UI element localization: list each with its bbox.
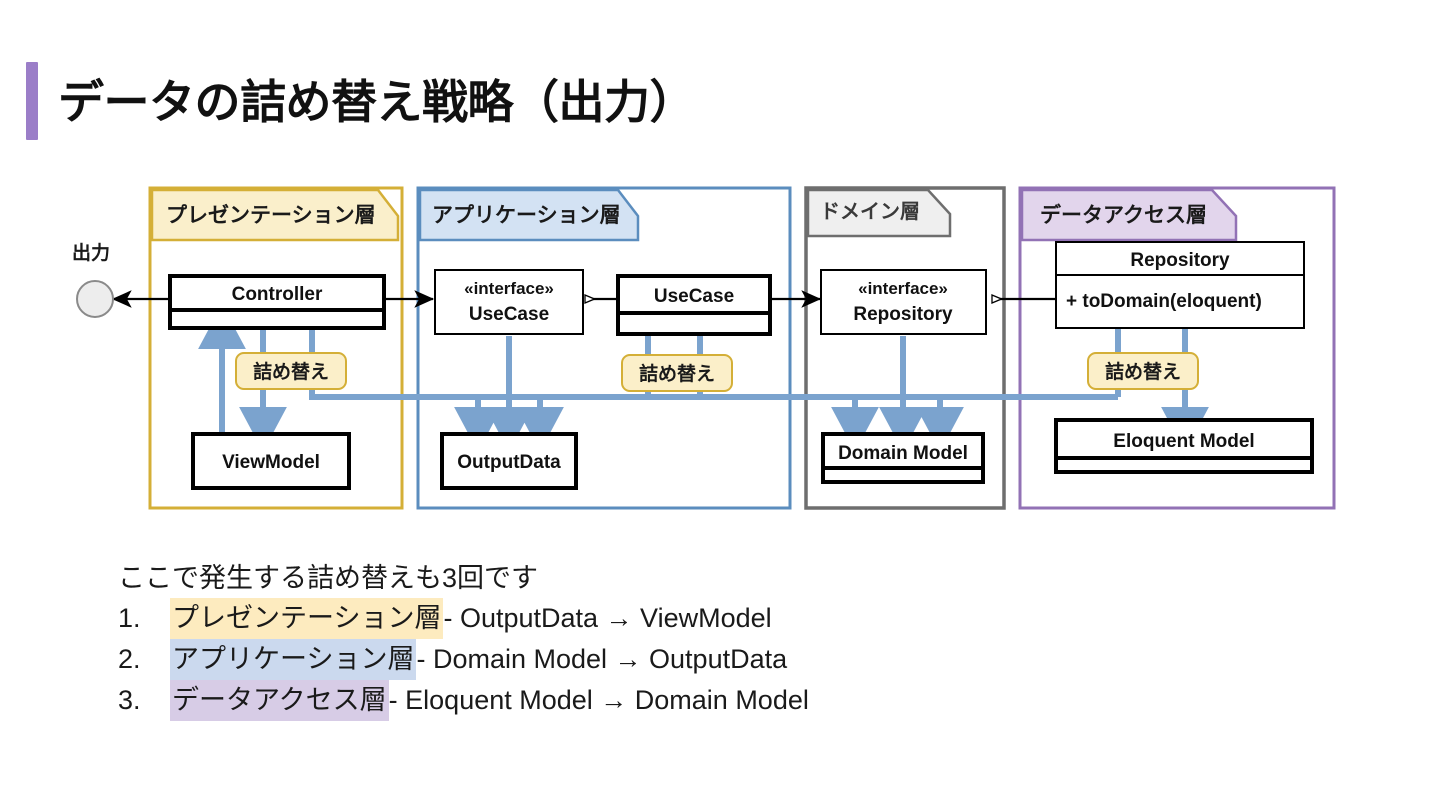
- class-box-outputdata: OutputData: [440, 432, 578, 490]
- list-item: 3. データアクセス層 - Eloquent Model → Domain Mo…: [118, 680, 1218, 721]
- list-item: 1. プレゼンテーション層 - OutputData → ViewModel: [118, 598, 1218, 639]
- layer-domain: ドメイン層: [804, 186, 1006, 510]
- repack-note-label: 詰め替え: [639, 362, 715, 385]
- repack-note-label: 詰め替え: [253, 360, 329, 383]
- list-item-number: 3.: [118, 685, 141, 715]
- class-box-usecase: UseCase: [616, 274, 772, 336]
- layer-data-access: データアクセス層: [1018, 186, 1336, 510]
- class-box-eloquent-model: Eloquent Model: [1054, 418, 1314, 474]
- class-name-domain-model: Domain Model: [838, 443, 968, 464]
- class-name-interface-usecase: UseCase: [469, 304, 549, 325]
- external-output-actor: 出力: [72, 241, 114, 318]
- repack-note-application: 詰め替え: [621, 354, 733, 392]
- list-item-number: 1.: [118, 603, 141, 633]
- class-name-controller: Controller: [232, 284, 323, 305]
- class-name-outputdata: OutputData: [457, 452, 561, 473]
- repack-note-data-access: 詰め替え: [1087, 352, 1199, 390]
- class-name-viewmodel: ViewModel: [222, 452, 320, 473]
- list-item-layer: アプリケーション層: [170, 639, 417, 680]
- external-output-label: 出力: [72, 241, 110, 264]
- class-method-repository: + toDomain(eloquent): [1066, 291, 1262, 312]
- class-name-usecase: UseCase: [654, 286, 734, 307]
- class-box-domain-model: Domain Model: [821, 432, 985, 484]
- class-box-repository: Repository + toDomain(eloquent): [1055, 241, 1305, 329]
- class-box-controller: Controller: [168, 274, 386, 330]
- layer-tab-label-application: アプリケーション層: [432, 204, 621, 227]
- list-item-text: - Eloquent Model → Domain Model: [388, 685, 809, 715]
- stereotype-interface-usecase: «interface»: [464, 279, 554, 298]
- title-accent-bar: [26, 62, 38, 140]
- list-item-text: - OutputData → ViewModel: [443, 603, 772, 633]
- layer-tab-label-domain: ドメイン層: [820, 200, 920, 223]
- layer-tab-label-presentation: プレゼンテーション層: [166, 203, 376, 227]
- layer-tab-label-data-access: データアクセス層: [1040, 203, 1207, 227]
- class-name-repository: Repository: [1130, 250, 1230, 271]
- class-box-interface-usecase: «interface» UseCase: [434, 269, 584, 335]
- class-box-interface-repository: «interface» Repository: [820, 269, 987, 335]
- layer-application: アプリケーション層: [416, 186, 792, 510]
- notes-block: ここで発生する詰め替えも3回です 1. プレゼンテーション層 - OutputD…: [118, 558, 1218, 721]
- list-item-text: - Domain Model → OutputData: [416, 644, 788, 674]
- class-name-eloquent-model: Eloquent Model: [1113, 431, 1254, 452]
- list-item-number: 2.: [118, 644, 141, 674]
- notes-heading: ここで発生する詰め替えも3回です: [118, 563, 539, 593]
- stereotype-interface-repository: «interface»: [858, 279, 948, 298]
- layer-presentation: プレゼンテーション層: [148, 186, 404, 510]
- title-bar: データの詰め替え戦略（出力）: [0, 30, 1440, 140]
- repack-note-label: 詰め替え: [1105, 360, 1181, 383]
- list-item-layer: データアクセス層: [170, 680, 389, 721]
- repack-note-presentation: 詰め替え: [235, 352, 347, 390]
- list-item-layer: プレゼンテーション層: [170, 598, 444, 639]
- page-title: データの詰め替え戦略（出力）: [58, 76, 696, 128]
- class-name-interface-repository: Repository: [853, 304, 953, 325]
- class-box-viewmodel: ViewModel: [191, 432, 351, 490]
- list-item: 2. アプリケーション層 - Domain Model → OutputData: [118, 639, 1218, 680]
